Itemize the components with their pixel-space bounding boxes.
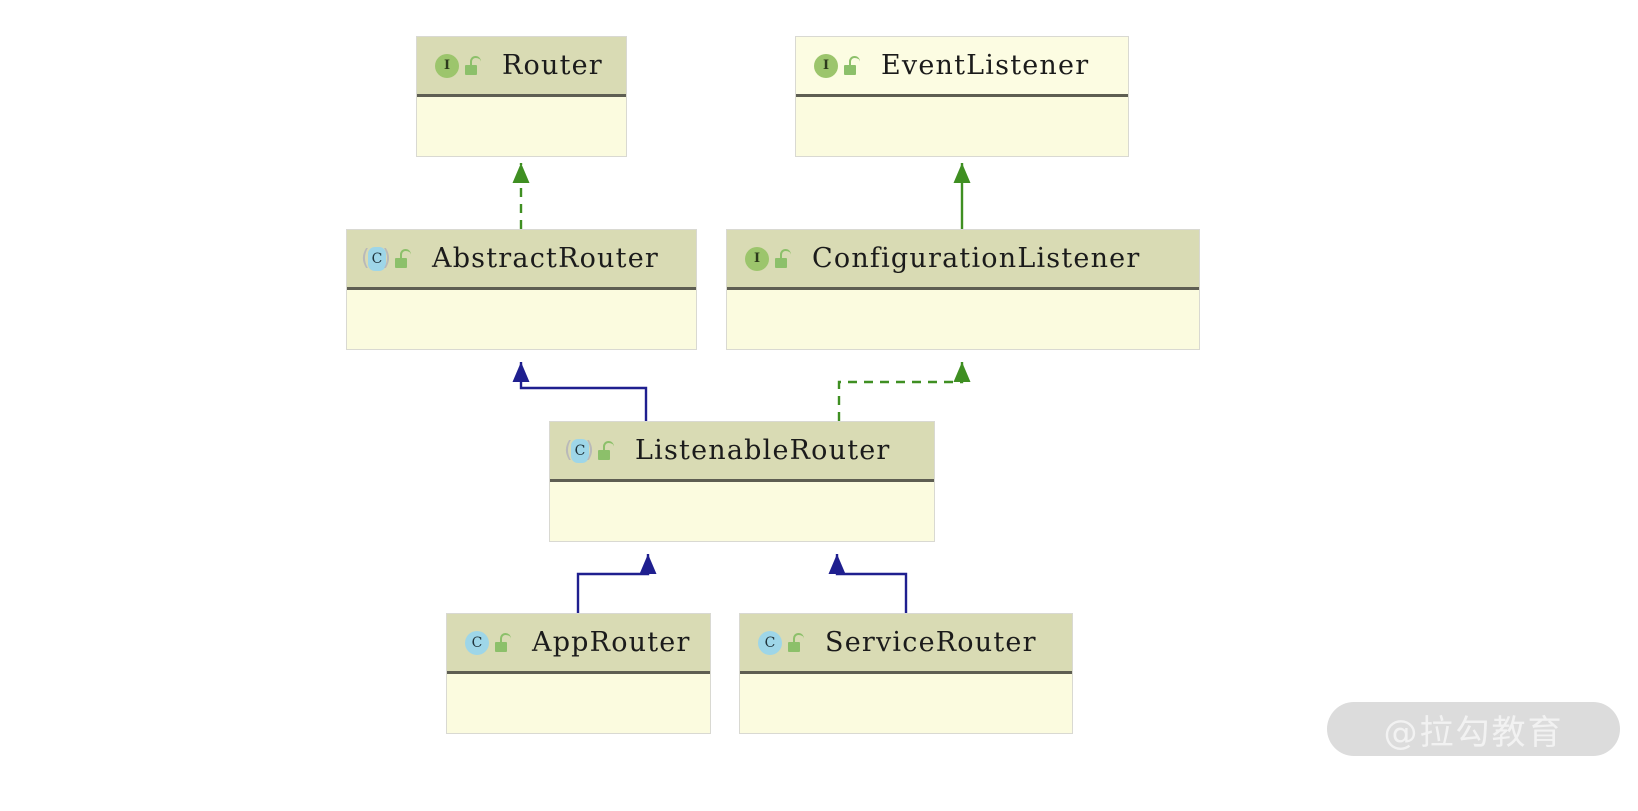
uml-class-box-listenablerouter[interactable]: ( C ) ListenableRouter: [549, 421, 935, 542]
uml-class-header-eventlistener: I EventListener: [796, 37, 1128, 97]
uml-class-name-servicerouter: ServiceRouter: [825, 627, 1037, 658]
arrowhead-solid-triangle: [828, 554, 846, 574]
public-unlocked-icon: [774, 248, 794, 270]
public-unlocked-icon: [843, 55, 863, 77]
uml-class-box-eventlistener[interactable]: I EventListener: [795, 36, 1129, 157]
uml-class-members-listenablerouter: [550, 482, 934, 534]
uml-class-name-eventlistener: EventListener: [881, 50, 1090, 81]
watermark: @拉勾教育: [1327, 702, 1620, 756]
uml-class-members-abstractrouter: [347, 290, 696, 342]
uml-class-box-abstractrouter[interactable]: ( C ) AbstractRouter: [346, 229, 697, 350]
uml-class-members-eventlistener: [796, 97, 1128, 149]
uml-class-header-servicerouter: C ServiceRouter: [740, 614, 1072, 674]
uml-class-members-configurationlistener: [727, 290, 1199, 342]
uml-class-box-configurationlistener[interactable]: I ConfigurationListener: [726, 229, 1200, 350]
arrowhead-solid-triangle: [639, 554, 657, 574]
abstract-class-icon: ( C ): [564, 437, 594, 463]
arrowhead-solid-triangle: [953, 163, 971, 183]
public-unlocked-icon: [787, 632, 807, 654]
uml-class-header-listenablerouter: ( C ) ListenableRouter: [550, 422, 934, 482]
arrowhead-solid-triangle: [512, 362, 530, 382]
edge-configurationlistener-extends-eventlistener: [953, 163, 971, 229]
uml-class-box-approuter[interactable]: C AppRouter: [446, 613, 711, 734]
uml-class-header-approuter: C AppRouter: [447, 614, 710, 674]
uml-class-name-configurationlistener: ConfigurationListener: [812, 243, 1141, 274]
class-icon: C: [754, 628, 784, 658]
public-unlocked-icon: [464, 55, 484, 77]
uml-class-name-abstractrouter: AbstractRouter: [432, 243, 659, 274]
edge-servicerouter-extends-listenablerouter: [828, 554, 908, 613]
uml-class-name-router: Router: [502, 50, 603, 81]
arrowhead-solid-triangle: [512, 163, 530, 183]
interface-icon: I: [431, 51, 461, 81]
abstract-class-icon: ( C ): [361, 245, 391, 271]
uml-class-name-listenablerouter: ListenableRouter: [635, 435, 891, 466]
uml-class-members-servicerouter: [740, 674, 1072, 726]
uml-class-members-router: [417, 97, 626, 149]
uml-class-name-approuter: AppRouter: [532, 627, 691, 658]
arrowhead-solid-triangle: [953, 362, 971, 382]
uml-class-members-approuter: [447, 674, 710, 726]
uml-class-box-router[interactable]: I Router: [416, 36, 627, 157]
public-unlocked-icon: [494, 632, 514, 654]
public-unlocked-icon: [597, 440, 617, 462]
interface-icon: I: [741, 244, 771, 274]
uml-class-header-router: I Router: [417, 37, 626, 97]
uml-class-header-configurationlistener: I ConfigurationListener: [727, 230, 1199, 290]
uml-class-box-servicerouter[interactable]: C ServiceRouter: [739, 613, 1073, 734]
uml-class-header-abstractrouter: ( C ) AbstractRouter: [347, 230, 696, 290]
interface-icon: I: [810, 51, 840, 81]
edge-approuter-extends-listenablerouter: [576, 554, 657, 613]
edge-listenablerouter-extends-abstractrouter: [512, 362, 648, 421]
edge-abstractrouter-implements-router: [512, 163, 530, 229]
public-unlocked-icon: [394, 248, 414, 270]
class-icon: C: [461, 628, 491, 658]
edge-listenablerouter-implements-configurationlistener: [837, 362, 971, 421]
